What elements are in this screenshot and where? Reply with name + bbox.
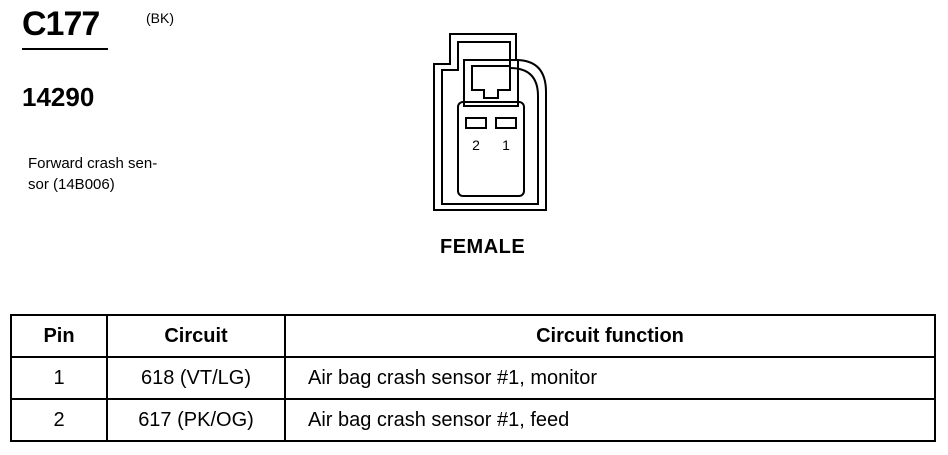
connector-id: C177 bbox=[22, 5, 100, 43]
connector-body bbox=[457, 101, 525, 197]
pin-table: Pin Circuit Circuit function 1 618 (VT/L… bbox=[10, 314, 936, 442]
table-header-row: Pin Circuit Circuit function bbox=[10, 314, 936, 358]
function-cell: Air bag crash sensor #1, monitor bbox=[284, 356, 936, 400]
terminal-cavity-2 bbox=[465, 117, 487, 129]
connector-housing-outer bbox=[433, 33, 547, 211]
description-line-1: Forward crash sen- bbox=[28, 155, 158, 172]
connector-color: (BK) bbox=[146, 10, 174, 26]
header-circuit: Circuit bbox=[106, 314, 286, 358]
header-pin: Pin bbox=[10, 314, 108, 358]
connector-id-underline bbox=[22, 48, 108, 50]
face-pin-label-1: 1 bbox=[502, 137, 510, 153]
connector-description: Forward crash sen- sor (14B006) bbox=[28, 153, 198, 195]
description-line-2: sor (14B006) bbox=[28, 176, 115, 193]
function-cell: Air bag crash sensor #1, feed bbox=[284, 398, 936, 442]
circuit-cell: 618 (VT/LG) bbox=[106, 356, 286, 400]
pin-cell: 2 bbox=[10, 398, 108, 442]
header-circuit-function: Circuit function bbox=[284, 314, 936, 358]
face-pin-label-2: 2 bbox=[472, 137, 480, 153]
circuit-cell: 617 (PK/OG) bbox=[106, 398, 286, 442]
part-number: 14290 bbox=[22, 82, 95, 112]
table-row: 1 618 (VT/LG) Air bag crash sensor #1, m… bbox=[10, 356, 936, 400]
connector-face-diagram: 2 1 bbox=[433, 33, 547, 211]
connector-latch-inner bbox=[471, 65, 511, 99]
connector-gender-label: FEMALE bbox=[440, 236, 526, 258]
connector-housing-inner bbox=[441, 41, 539, 205]
terminal-cavity-1 bbox=[495, 117, 517, 129]
pin-cell: 1 bbox=[10, 356, 108, 400]
table-row: 2 617 (PK/OG) Air bag crash sensor #1, f… bbox=[10, 398, 936, 442]
connector-latch-outer bbox=[463, 59, 519, 107]
